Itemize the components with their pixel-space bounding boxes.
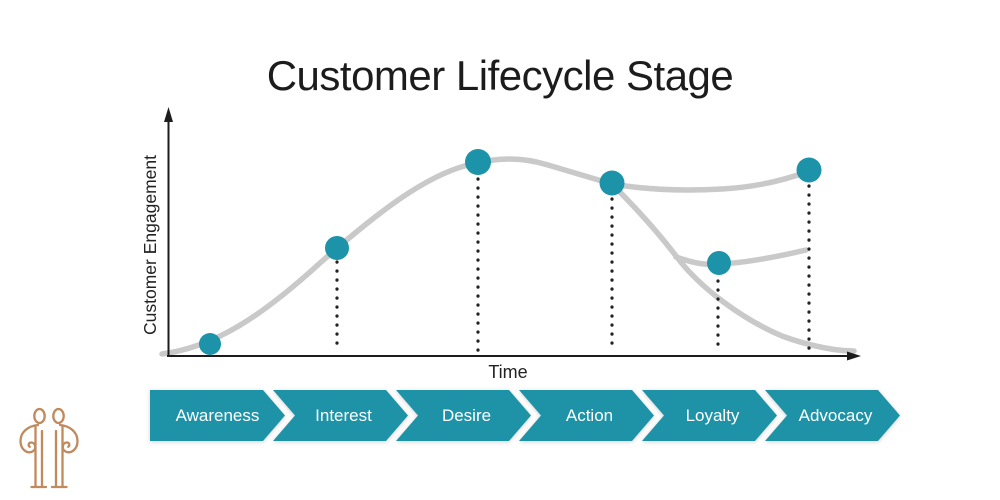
action-data-point	[599, 170, 625, 196]
desire-data-point	[465, 149, 491, 175]
acquisition-curve	[159, 156, 615, 357]
churn-curve	[609, 181, 857, 354]
stage-chevron-action: Action	[519, 390, 654, 441]
loyalty-branch-curve	[673, 247, 809, 268]
twin-figures-logo-icon	[19, 407, 79, 489]
interest-data-point	[325, 236, 349, 260]
stage-chevron-desire: Desire	[396, 390, 531, 441]
stage-label: Loyalty	[685, 405, 740, 425]
page-title: Customer Lifecycle Stage	[266, 52, 734, 99]
dotted-drop-lines	[335, 177, 811, 353]
advocacy-branch-curve	[609, 168, 812, 193]
awareness-data-point	[199, 333, 221, 355]
stage-label: Advocacy	[798, 405, 873, 425]
x-axis-arrowhead	[847, 351, 861, 361]
axes	[167, 120, 849, 357]
stage-chevron-band: Awareness Interest Desire Action Loyalty…	[0, 390, 1000, 441]
engagement-curves	[159, 156, 857, 357]
stage-chevron-interest: Interest	[273, 390, 408, 441]
stage-label: Interest	[315, 405, 372, 425]
stage-label: Desire	[441, 405, 492, 425]
stage-label: Awareness	[175, 405, 260, 425]
x-axis-label: Time	[488, 362, 528, 382]
stage-chevron-loyalty: Loyalty	[642, 390, 777, 441]
stage-chevron-awareness: Awareness	[150, 390, 285, 441]
loyalty-data-point	[707, 251, 731, 275]
stage-label: Action	[565, 405, 614, 425]
y-axis-arrowhead	[164, 107, 173, 122]
stage-data-points	[199, 149, 822, 355]
advocacy-data-point	[796, 157, 822, 183]
stage-chevron-advocacy: Advocacy	[765, 390, 900, 441]
